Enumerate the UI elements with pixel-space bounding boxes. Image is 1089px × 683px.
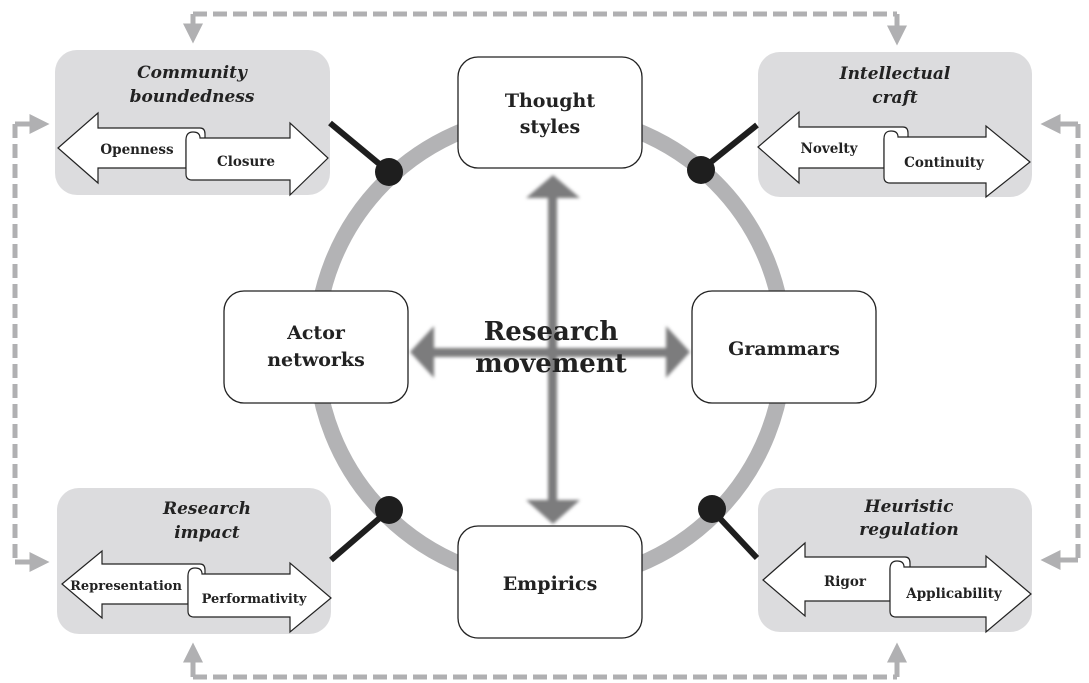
right-pole-arrow (185, 121, 329, 197)
horizontal-axis-head-right (666, 326, 690, 378)
node-thought-styles-line2: styles (520, 116, 581, 138)
right-pole-label: Applicability (905, 586, 1003, 602)
node-grammars-line1: Grammars (728, 338, 840, 360)
vertical-axis-head-up (526, 175, 580, 198)
right-pole-arrow (187, 561, 332, 634)
node-empirics-line1: Empirics (503, 573, 598, 595)
tension-title-line1: Community (137, 63, 248, 83)
right-pole-label: Closure (217, 154, 275, 170)
tension-title-line1: Intellectual (839, 64, 951, 84)
right-pole-arrow (889, 554, 1032, 634)
tension-heuristic-regulation: Heuristic regulation Rigor Applicability (762, 497, 1032, 634)
node-empirics: Empirics (457, 525, 643, 639)
left-pole-label: Representation (70, 579, 182, 594)
node-grammars-box (691, 290, 877, 404)
tension-title-line1: Heuristic (864, 497, 955, 517)
left-pole-label: Rigor (824, 574, 867, 590)
vertical-axis-head-down (526, 500, 580, 524)
connector-dot-bottom-left (375, 496, 403, 524)
left-pole-label: Novelty (801, 141, 859, 157)
connector-dot-top-left (375, 158, 403, 186)
node-empirics-box (457, 525, 643, 639)
node-thought-styles: Thought styles (457, 56, 643, 169)
horizontal-axis-shaft (432, 348, 668, 357)
connector-dot-top-right (687, 156, 715, 184)
left-pole-label: Openness (100, 142, 174, 158)
right-pole-arrow (883, 124, 1031, 199)
tension-intellectual-craft: Intellectual craft Novelty Continuity (757, 64, 1031, 199)
connectors (328, 120, 760, 563)
horizontal-axis-head-left (410, 326, 434, 378)
node-actor-networks: Actor networks (223, 290, 409, 404)
tension-title-line2: craft (872, 88, 918, 108)
feedback-loops (12, 11, 1081, 680)
right-pole-label: Performativity (202, 592, 307, 607)
tension-title-line1: Research (162, 499, 251, 519)
node-actor-networks-line2: networks (267, 349, 365, 371)
node-grammars: Grammars (691, 290, 877, 404)
connector-dot-bottom-right (698, 495, 726, 523)
tension-title-line2: regulation (859, 520, 959, 540)
node-thought-styles-box (457, 56, 643, 169)
center-title-line2: movement (475, 349, 626, 379)
central-axes (410, 175, 690, 524)
node-actor-networks-box (223, 290, 409, 404)
node-thought-styles-line1: Thought (505, 90, 596, 112)
tension-community-boundedness: Community boundedness Openness Closure (57, 63, 329, 197)
right-pole-label: Continuity (904, 155, 985, 171)
tension-title-line2: boundedness (130, 87, 255, 107)
tension-research-impact: Research impact Representation Performat… (61, 499, 332, 634)
tension-title-line2: impact (174, 523, 240, 543)
node-actor-networks-line1: Actor (286, 322, 346, 344)
center-title-line1: Research (484, 317, 619, 347)
